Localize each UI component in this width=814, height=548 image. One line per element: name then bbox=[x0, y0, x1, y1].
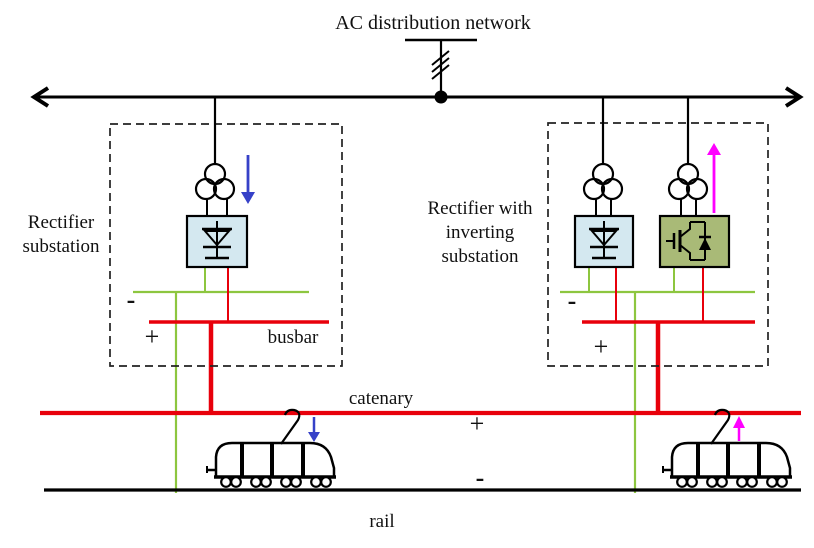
positive-sign-left: + bbox=[145, 322, 160, 351]
negative-sign-right: - bbox=[568, 286, 577, 315]
positive-sign-right: + bbox=[594, 332, 609, 361]
substation-regen-arrowhead bbox=[707, 143, 721, 155]
left-substation-label-line2: substation bbox=[22, 236, 100, 257]
freewheel-diode-icon bbox=[699, 238, 711, 250]
rectifier-substation-outline bbox=[109, 123, 343, 367]
bus-arrowhead-right bbox=[784, 86, 804, 108]
tram-left bbox=[205, 441, 338, 489]
catenary-label: catenary bbox=[349, 388, 414, 409]
dc-positive-network bbox=[40, 267, 801, 416]
right-substation-label-line2: inverting bbox=[446, 222, 515, 243]
negative-sign-left: - bbox=[127, 285, 136, 314]
igbt-symbol bbox=[666, 221, 711, 261]
tram-power-in-arrowhead bbox=[308, 432, 320, 442]
pantograph-right bbox=[710, 408, 731, 445]
transformer-icon-right-2 bbox=[667, 162, 709, 216]
transformer-icon-right-1 bbox=[582, 162, 624, 216]
bus-arrowhead-left bbox=[30, 86, 50, 108]
ac-network-label: AC distribution network bbox=[335, 12, 531, 34]
pantograph-left bbox=[280, 408, 301, 445]
rail-label: rail bbox=[369, 511, 394, 532]
dc-negative-return-network bbox=[133, 267, 755, 493]
tram-regen-arrowhead bbox=[733, 416, 745, 428]
substation-power-in-arrowhead bbox=[241, 192, 255, 204]
rail-negative-sign: - bbox=[476, 463, 485, 492]
regenerated-power-flow-arrows bbox=[707, 143, 745, 441]
ac-source-icon bbox=[405, 38, 477, 104]
transformer-icon-left bbox=[194, 162, 236, 216]
catenary-positive-sign: + bbox=[470, 409, 485, 438]
ac-bus-line bbox=[30, 86, 804, 108]
diode-symbol-left bbox=[202, 221, 232, 260]
inverting-substation-outline bbox=[547, 122, 769, 367]
busbar-label: busbar bbox=[268, 327, 319, 348]
right-substation-label-line3: substation bbox=[441, 246, 519, 267]
left-substation-label-line1: Rectifier bbox=[28, 212, 95, 233]
tram-right bbox=[661, 441, 794, 489]
right-substation-label-line1: Rectifier with bbox=[428, 198, 533, 219]
diode-symbol-right bbox=[589, 221, 619, 260]
traction-power-flow-arrows bbox=[241, 155, 320, 442]
